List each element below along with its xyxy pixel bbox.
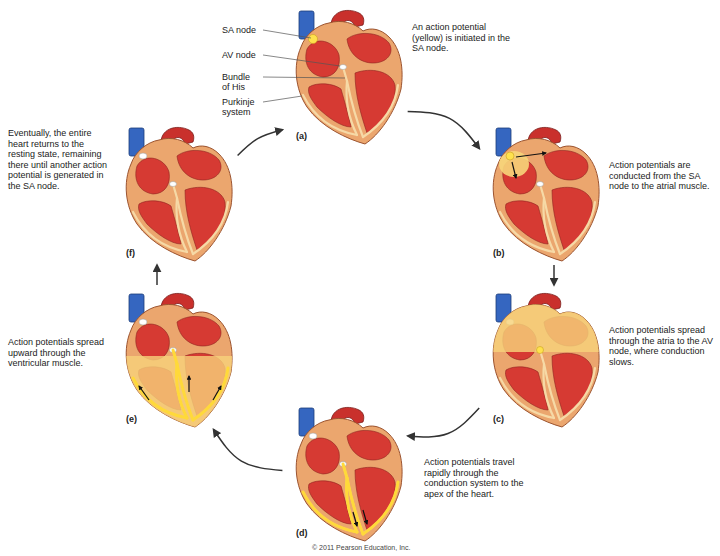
heart-panel: (d)Action potentials travel rapidly thro… bbox=[285, 402, 405, 542]
heart-panel: (b)Action potentials are conducted from … bbox=[482, 122, 602, 262]
cycle-arrow bbox=[553, 265, 555, 285]
panel-letter: (b) bbox=[492, 248, 506, 258]
sa-node-active bbox=[506, 152, 514, 160]
part-label: Bundle of His bbox=[222, 72, 256, 93]
spread-arrow bbox=[516, 153, 546, 157]
spread-arrow bbox=[213, 386, 221, 400]
active-conduction bbox=[303, 464, 398, 534]
step-description: Action potentials travel rapidly through… bbox=[424, 457, 534, 499]
part-label: AV node bbox=[222, 50, 256, 60]
heart-c bbox=[482, 288, 602, 427]
step-description: Action potentials are conducted from the… bbox=[609, 160, 713, 192]
copyright-notice: © 2011 Pearson Education, Inc. bbox=[312, 544, 410, 552]
heart-figure bbox=[493, 127, 599, 261]
heart-e bbox=[115, 293, 235, 428]
cycle-arrow bbox=[156, 265, 158, 285]
leader-line bbox=[263, 77, 345, 78]
excited-region bbox=[499, 151, 529, 177]
excited-ventricles bbox=[115, 356, 235, 428]
cycle-arrow bbox=[408, 408, 479, 437]
cycle-arrow bbox=[238, 130, 283, 156]
heart-f bbox=[126, 127, 232, 261]
heart-panel: (f)Eventually, the entire heart returns … bbox=[115, 122, 235, 262]
heart-b bbox=[493, 127, 599, 261]
part-label: SA node bbox=[222, 25, 256, 35]
leader-line bbox=[263, 30, 311, 38]
cycle-arrow bbox=[214, 430, 283, 471]
heart-a bbox=[296, 10, 402, 144]
sa-node-active bbox=[309, 35, 318, 44]
heart-figure bbox=[126, 127, 232, 261]
heart-panel: (a)An action potential (yellow) is initi… bbox=[285, 5, 405, 145]
excited-atria bbox=[482, 288, 602, 352]
active-conduction bbox=[133, 350, 228, 420]
heart-figure bbox=[296, 407, 402, 541]
panel-letter: (d) bbox=[295, 528, 309, 538]
heart-figure bbox=[296, 10, 402, 144]
spread-arrow bbox=[139, 386, 149, 400]
panel-letter: (a) bbox=[295, 131, 308, 141]
spread-arrow bbox=[353, 512, 357, 526]
part-label: Purkinje system bbox=[222, 97, 262, 118]
panel-letter: (c) bbox=[492, 414, 505, 424]
leader-lines bbox=[263, 30, 345, 102]
step-description: Eventually, the entire heart returns to … bbox=[8, 128, 110, 191]
panel-letter: (e) bbox=[125, 414, 138, 424]
heart-panel: (e)Action potentials spread upward throu… bbox=[115, 288, 235, 428]
spread-arrow bbox=[363, 510, 367, 524]
heart-panel: (c)Action potentials spread through the … bbox=[482, 288, 602, 428]
panel-letter: (f) bbox=[125, 248, 136, 258]
spread-arrow bbox=[512, 162, 516, 178]
heart-d bbox=[296, 407, 402, 541]
leader-line bbox=[263, 96, 302, 102]
step-description: Action potentials spread upward through … bbox=[8, 337, 108, 369]
spread-arrow bbox=[188, 376, 189, 392]
step-description: An action potential (yellow) is initiate… bbox=[412, 22, 518, 54]
step-description: Action potentials spread through the atr… bbox=[609, 325, 713, 367]
cycle-arrow bbox=[408, 111, 480, 148]
av-node-active bbox=[537, 347, 544, 354]
leader-line bbox=[263, 55, 340, 66]
